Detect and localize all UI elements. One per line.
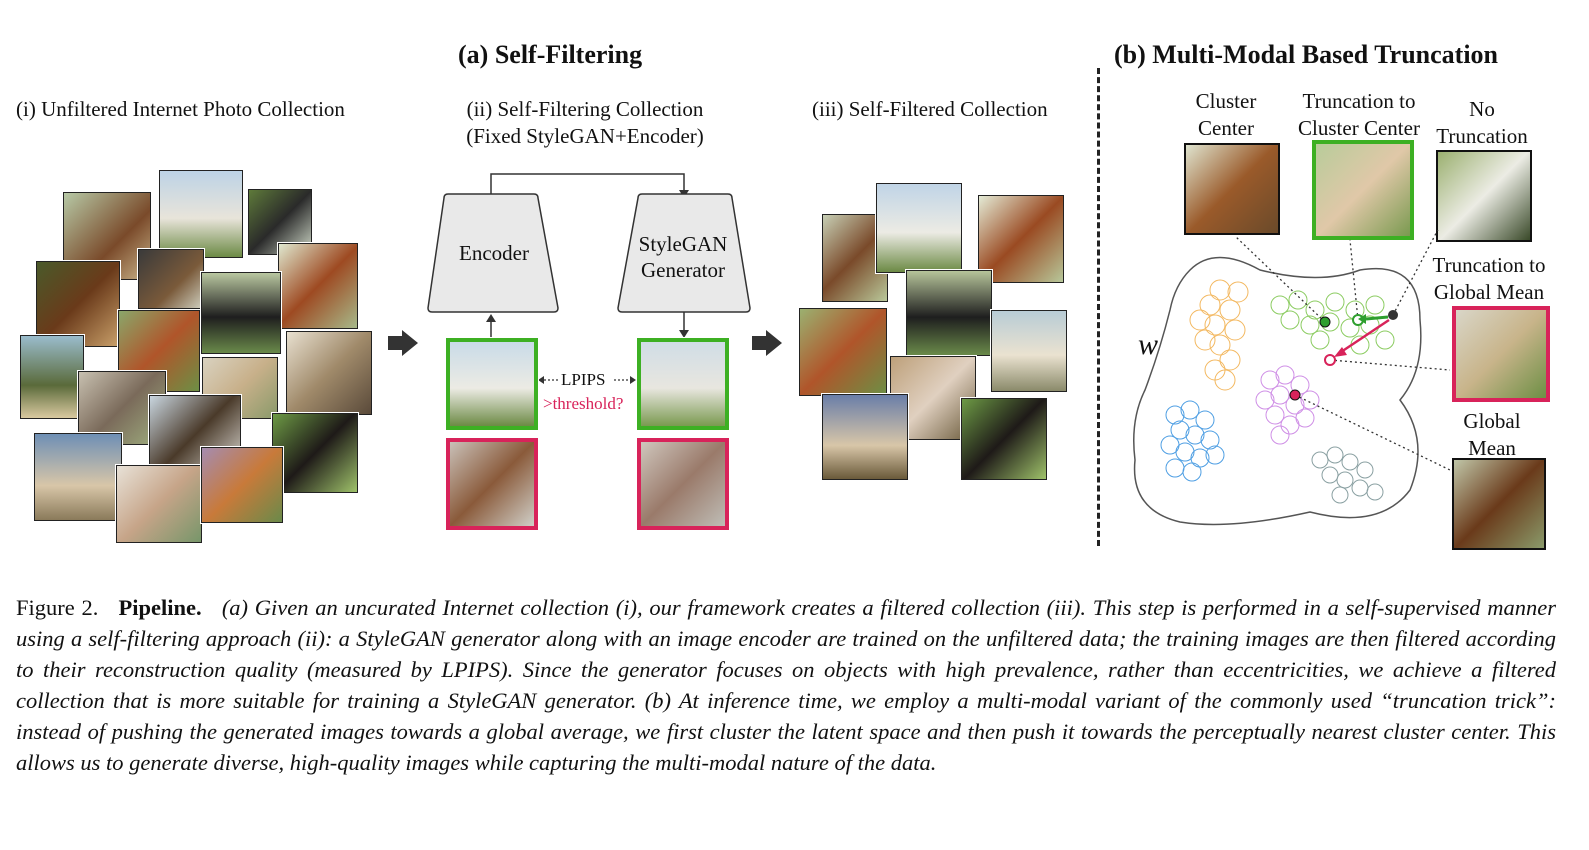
label-global-mean-line2: Mean	[1468, 436, 1516, 460]
reconstructed-good-photo	[637, 338, 729, 430]
horse-photo	[201, 272, 281, 354]
title-multimodal-truncation: (b) Multi-Modal Based Truncation	[1114, 40, 1499, 69]
generator-label-line2: Generator	[641, 258, 725, 282]
generator-label: StyleGAN Generator	[618, 231, 748, 283]
cluster-center-photo	[1184, 143, 1280, 235]
lpips-label: LPIPS	[561, 370, 606, 389]
horse-photo	[34, 433, 122, 521]
horse-photo	[961, 398, 1047, 480]
label-no-truncation: No Truncation	[1432, 96, 1532, 150]
generator-block	[617, 193, 751, 313]
no-truncation-point	[1388, 310, 1398, 320]
label-cluster-center-line1: Cluster	[1195, 89, 1257, 113]
horse-photo	[286, 331, 372, 415]
cluster-blue	[1160, 400, 1225, 482]
truncation-global-photo	[1452, 306, 1550, 402]
input-bad-photo	[446, 438, 538, 530]
global-mean-point	[1289, 389, 1301, 401]
figure-caption: Figure 2. Pipeline. (a) Given an uncurat…	[16, 592, 1556, 778]
horse-photo	[116, 465, 202, 543]
label-self-filtering-line1: (ii) Self-Filtering Collection	[466, 97, 704, 121]
label-truncation-global-line1: Truncation to	[1432, 253, 1546, 277]
no-truncation-photo	[1436, 150, 1532, 242]
arrow-right-1	[388, 330, 418, 361]
latent-space-w-label: w	[1138, 328, 1159, 361]
label-self-filtered-collection: (iii) Self-Filtered Collection	[812, 97, 1048, 121]
label-self-filtering-line2: (Fixed StyleGAN+Encoder)	[466, 124, 704, 148]
label-truncation-cluster: Truncation to Cluster Center	[1286, 88, 1432, 142]
horse-photo	[272, 413, 358, 493]
reconstructed-bad-photo	[637, 438, 729, 530]
truncated-global-point	[1324, 354, 1336, 366]
label-global-mean: Global Mean	[1446, 408, 1538, 462]
dashed-separator	[1097, 68, 1100, 546]
caption-text: (a) Given an uncurated Internet collecti…	[16, 595, 1557, 775]
input-good-photo	[446, 338, 538, 430]
horse-photo	[278, 243, 358, 329]
label-truncation-cluster-line2: Cluster Center	[1298, 116, 1420, 140]
label-truncation-global: Truncation to Global Mean	[1424, 252, 1554, 306]
label-cluster-center: Cluster Center	[1180, 88, 1272, 142]
label-no-truncation-line1: No	[1469, 97, 1495, 121]
caption-figure-label: Figure 2.	[16, 595, 99, 620]
generator-label-line1: StyleGAN	[638, 232, 728, 256]
label-truncation-cluster-line1: Truncation to	[1302, 89, 1416, 113]
threshold-label: >threshold?	[543, 394, 624, 413]
encoder-label: Encoder	[459, 241, 529, 265]
caption-bold-title: Pipeline.	[118, 595, 202, 620]
self-filtering-diagram	[427, 173, 751, 384]
unfiltered-collage	[16, 165, 372, 545]
horse-photo	[159, 170, 243, 258]
horse-photo	[20, 335, 84, 419]
title-self-filtering: (a) Self-Filtering	[458, 40, 643, 69]
horse-photo	[138, 249, 204, 309]
horse-photo	[876, 183, 962, 273]
filtered-collage	[796, 180, 1068, 480]
label-unfiltered-collection: (i) Unfiltered Internet Photo Collection	[16, 97, 345, 121]
label-cluster-center-line2: Center	[1198, 116, 1254, 140]
cluster-center-point	[1319, 316, 1331, 328]
horse-photo	[822, 394, 908, 480]
horse-photo	[799, 308, 887, 396]
global-mean-photo	[1452, 458, 1546, 550]
horse-photo	[201, 447, 283, 523]
latent-space-diagram	[1133, 230, 1450, 526]
encoder-block	[427, 193, 559, 313]
cluster-gray	[1311, 446, 1384, 504]
horse-photo	[906, 270, 992, 356]
horse-photo	[991, 310, 1067, 392]
label-no-truncation-line2: Truncation	[1436, 124, 1528, 148]
cluster-orange	[1189, 279, 1249, 391]
label-truncation-global-line2: Global Mean	[1433, 280, 1545, 304]
horse-photo	[978, 195, 1064, 283]
label-global-mean-line1: Global	[1463, 409, 1521, 433]
label-self-filtering-collection: (ii) Self-Filtering Collection (Fixed St…	[440, 96, 730, 150]
truncation-cluster-photo	[1312, 140, 1414, 240]
arrow-right-2	[752, 330, 782, 361]
